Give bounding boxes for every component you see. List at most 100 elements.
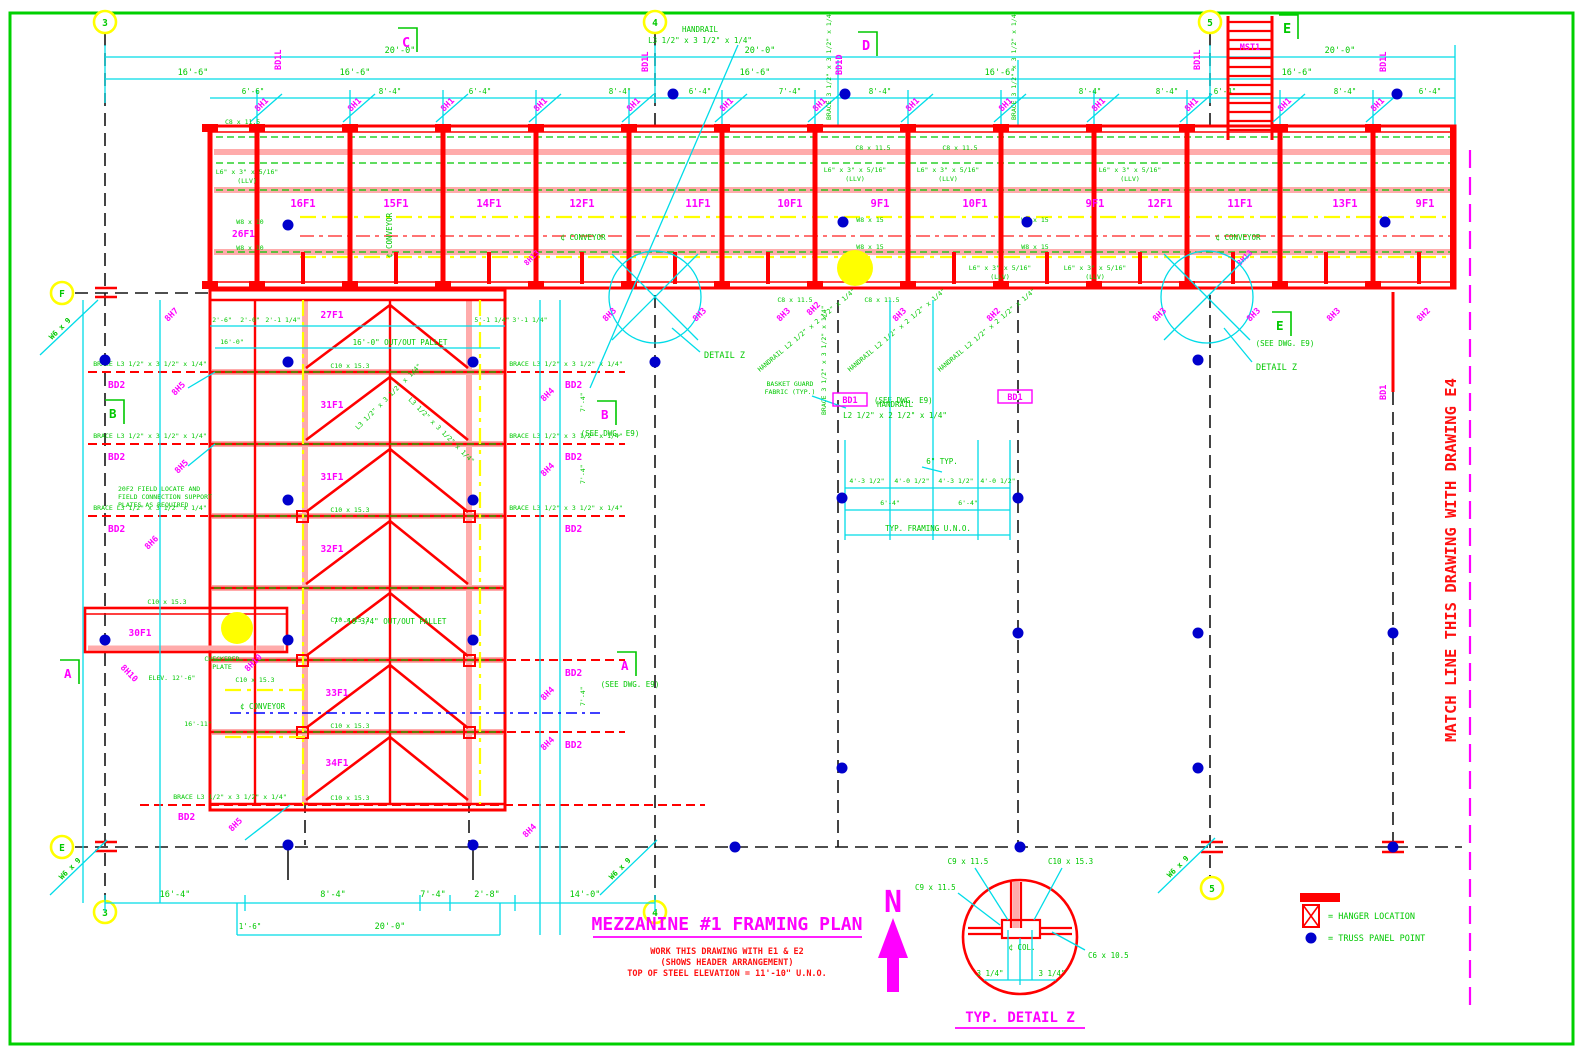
member-label: C10 x 15.3 xyxy=(147,598,186,606)
truss-panel-points xyxy=(99,88,1403,853)
plan-title: MEZZANINE #1 FRAMING PLAN xyxy=(592,914,863,935)
brace-note: BRACE L3 1/2" x 3 1/2" x 1/4" xyxy=(509,360,623,368)
truss-panel-point-icon xyxy=(1305,932,1317,944)
detail-z-callout-circle xyxy=(1160,250,1254,344)
beam-tag: BD1D xyxy=(835,55,845,75)
dim-label: 8'-4" xyxy=(320,890,346,900)
bay-label: 13F1 xyxy=(1332,198,1357,210)
dim-label: 4'-3 1/2" xyxy=(938,477,973,485)
match-line-text: MATCH LINE THIS DRAWING WITH DRAWING E4 xyxy=(1442,378,1460,742)
dim-label: 2'-8" xyxy=(474,890,500,900)
beam-tag: BD2 xyxy=(565,668,582,679)
wing-labels: 27F1 31F1 31F1 32F1 33F1 34F1 30F1 C10 x… xyxy=(129,310,587,802)
grid-lines xyxy=(75,33,1462,900)
plan-subnote: WORK THIS DRAWING WITH E1 & E2 xyxy=(650,947,804,957)
dim-label: 8'-4" xyxy=(609,87,632,96)
hanger-tag: 8H1 xyxy=(625,96,643,114)
bay-label: 30F1 xyxy=(129,628,152,639)
bay-label: 11F1 xyxy=(685,198,710,210)
hanger-tag: 8H5 xyxy=(170,380,188,398)
member-label: C6 x 10.5 xyxy=(1088,951,1129,960)
bay-30f1-box xyxy=(83,606,289,654)
member-label: C10 x 15.3 xyxy=(330,616,369,624)
beam-tag: BD1 xyxy=(1007,393,1022,403)
bubble-label: 5 xyxy=(1209,884,1215,895)
brace-note: BRACE 3 1/2" x 3 1/2" x 1/4" xyxy=(825,10,833,120)
section-marker-b-left: B xyxy=(109,406,117,421)
member-label: (LLV) xyxy=(990,273,1010,281)
handrail-note: HANDRAIL L2 1/2" x 2 1/2" x 1/4" xyxy=(936,287,1037,374)
dim-label: 6'-6" xyxy=(242,87,265,96)
member-label: W8 x 15 xyxy=(1021,243,1048,251)
bay-label: 27F1 xyxy=(321,310,344,321)
bubble-f-left xyxy=(49,280,75,306)
member-label: C10 x 15.3 xyxy=(330,794,369,802)
brace-note: BRACE L3 1/2" x 3 1/2" x 1/4" xyxy=(93,360,207,368)
dim-label: 16'-11" xyxy=(184,720,211,728)
north-arrow-icon xyxy=(878,918,908,992)
section-marker-e-top: E xyxy=(1283,21,1291,37)
member-label: C8 x 11.5 xyxy=(777,296,812,304)
plan-subnote: TOP OF STEEL ELEVATION = 11'-10" U.N.O. xyxy=(627,969,827,979)
hanger-tag: 8H7 xyxy=(163,306,181,324)
dim-label: 4'-0 1/2" xyxy=(980,477,1015,485)
conveyor-centerline-label: ¢ CONVEYOR xyxy=(560,233,606,242)
bay-label: 12F1 xyxy=(569,198,594,210)
bay-label: 9F1 xyxy=(871,198,890,210)
brace-note: L3 1/2" x 3 1/2" x 1/4" xyxy=(407,396,476,465)
dim-label: 7'-4" xyxy=(579,392,587,412)
member-label: C8 x 11.5 xyxy=(855,144,890,152)
hanger-tag: 8H4 xyxy=(539,735,557,753)
hanger-tag: 8H3 xyxy=(1245,306,1263,324)
dim-label: 8'-4" xyxy=(1156,87,1179,96)
beam-tag: BD2 xyxy=(565,740,582,751)
legend-beam-icon xyxy=(1300,893,1340,902)
dim-label: 20'-0" xyxy=(745,46,776,56)
brace-note: BRACE 3 1/2" x 3 1/2" x 1/4" xyxy=(820,305,828,415)
centerline-label: ¢ COL. xyxy=(1008,943,1035,952)
top-dimension-lines: 20'-0" 20'-0" 20'-0" 16'-6" 16'-6" 16'-6… xyxy=(104,45,1456,126)
brace-note: BRACE L3 1/2" x 3 1/2" x 1/4" xyxy=(93,504,207,512)
hanger-tag: 8H3 xyxy=(1325,306,1343,324)
beam-tag: BD2 xyxy=(108,524,125,535)
detail-z-callout-circle xyxy=(608,250,702,344)
member-label: C10 x 15.3 xyxy=(235,676,274,684)
dim-label: 2'-1 1/4" xyxy=(265,316,300,324)
bubble-label: 4 xyxy=(652,908,658,919)
dim-label: 5'-1 1/4" xyxy=(474,316,509,324)
north-arrow: N xyxy=(878,885,908,992)
dim-label: 6'-4" xyxy=(880,499,900,507)
sheet-border xyxy=(8,11,1575,1046)
member-label: (LLV) xyxy=(938,175,958,183)
highlight-circle xyxy=(221,612,253,644)
conveyor-centerline-label: ¢ CONVEYOR xyxy=(240,702,286,711)
dim-label: 6'-4" xyxy=(1419,87,1442,96)
hanger-tag: 8H5 xyxy=(227,816,245,834)
hanger-tag: 8H1 xyxy=(1276,96,1294,114)
handrail-note: HANDRAIL xyxy=(877,400,914,409)
typ-note: 6" TYP. xyxy=(926,457,958,466)
handrail-note: HANDRAIL xyxy=(682,25,719,34)
member-label: W8 x 10 xyxy=(236,218,263,226)
bay-label: 34F1 xyxy=(326,758,349,769)
bubble-3-top xyxy=(92,9,118,35)
basket-guard-note: BASKET GUARD xyxy=(767,380,814,388)
dim-label: 8'-4" xyxy=(1079,87,1102,96)
dim-label: 6'-4" xyxy=(469,87,492,96)
checkered-plate-note: PLATE xyxy=(212,663,232,671)
beam-tag: BD1L xyxy=(1379,52,1389,72)
member-label: (LLV) xyxy=(237,177,257,185)
north-label: N xyxy=(884,885,902,920)
stair-mst1: MST1 xyxy=(1226,16,1274,140)
beam-tag: BD1 xyxy=(842,396,857,406)
dim-label: 6'-4" xyxy=(1214,87,1237,96)
beam-tag: BD1 xyxy=(1379,385,1389,400)
dim-label: 1'-6" xyxy=(239,922,262,931)
dim-label: 20'-0" xyxy=(385,46,416,56)
bubble-label: F xyxy=(59,289,65,300)
brace-note: BRACE L3 1/2" x 3 1/2" x 1/4" xyxy=(509,504,623,512)
dim-label: 16'-0" xyxy=(220,338,243,346)
dim-label: 8'-4" xyxy=(379,87,402,96)
section-markers: C D E E (SEE DWG. E9) B B (SEE DWG. E9) … xyxy=(60,14,1314,689)
hanger-tag: 8H1 xyxy=(253,96,271,114)
